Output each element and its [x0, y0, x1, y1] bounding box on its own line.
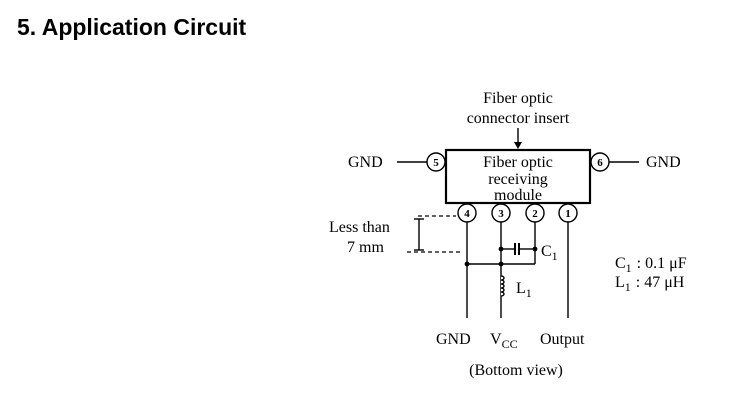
inductor-name: L: [516, 280, 526, 297]
connector-label-line-2: connector insert: [467, 110, 570, 127]
spec-l1-value: : 47 μH: [636, 274, 685, 291]
spec-c1: C1 : 0.1 μF: [615, 255, 687, 275]
vcc-main: V: [490, 331, 502, 348]
pin-2-number: 2: [532, 208, 538, 220]
capacitor-label: C1: [541, 243, 558, 263]
spec-l1-subscript: 1: [625, 280, 631, 294]
capacitor-name: C: [541, 243, 552, 260]
bottom-output-label: Output: [540, 331, 585, 348]
junction-dot-vcc: [498, 261, 504, 267]
spec-l1: L1 : 47 μH: [615, 274, 685, 294]
module-label-line-2: receiving: [488, 171, 548, 188]
left-gnd-label: GND: [348, 154, 383, 171]
module-label-line-3: module: [494, 187, 542, 204]
inductor-coil: [500, 275, 505, 297]
section-title: 5. Application Circuit: [17, 14, 247, 40]
junction-dot-gnd: [464, 261, 470, 267]
inductor-label: L1: [516, 280, 532, 300]
pin-4-number: 4: [464, 208, 470, 220]
pin-1-number: 1: [565, 208, 571, 220]
spec-c1-name: C: [615, 255, 626, 272]
junction-dot-c1-left: [498, 246, 504, 252]
vcc-subscript: CC: [502, 337, 518, 351]
bottom-vcc-label: VCC: [490, 331, 518, 351]
capacitor-subscript: 1: [552, 249, 558, 263]
dimension-label-line-2: 7 mm: [347, 239, 384, 256]
junction-dot-c1-right: [532, 246, 538, 252]
module-box: [444, 148, 592, 205]
bottom-gnd-label: GND: [436, 331, 471, 348]
module-label-line-1: Fiber optic: [483, 154, 553, 171]
pin-5-circle: [426, 152, 446, 172]
inductor-subscript: 1: [526, 286, 532, 300]
pin-5-number: 5: [433, 157, 439, 169]
view-caption: (Bottom view): [469, 362, 563, 379]
dimension-label-line-1: Less than: [329, 219, 390, 236]
spec-c1-value: : 0.1 μF: [637, 255, 687, 272]
pin-3-number: 3: [498, 208, 504, 220]
spec-c1-subscript: 1: [626, 261, 632, 275]
right-gnd-label: GND: [646, 154, 681, 171]
pin-6-number: 6: [597, 157, 603, 169]
spec-l1-name: L: [615, 274, 625, 291]
connector-label-line-1: Fiber optic: [483, 90, 553, 107]
connector-arrow-head: [514, 142, 522, 149]
